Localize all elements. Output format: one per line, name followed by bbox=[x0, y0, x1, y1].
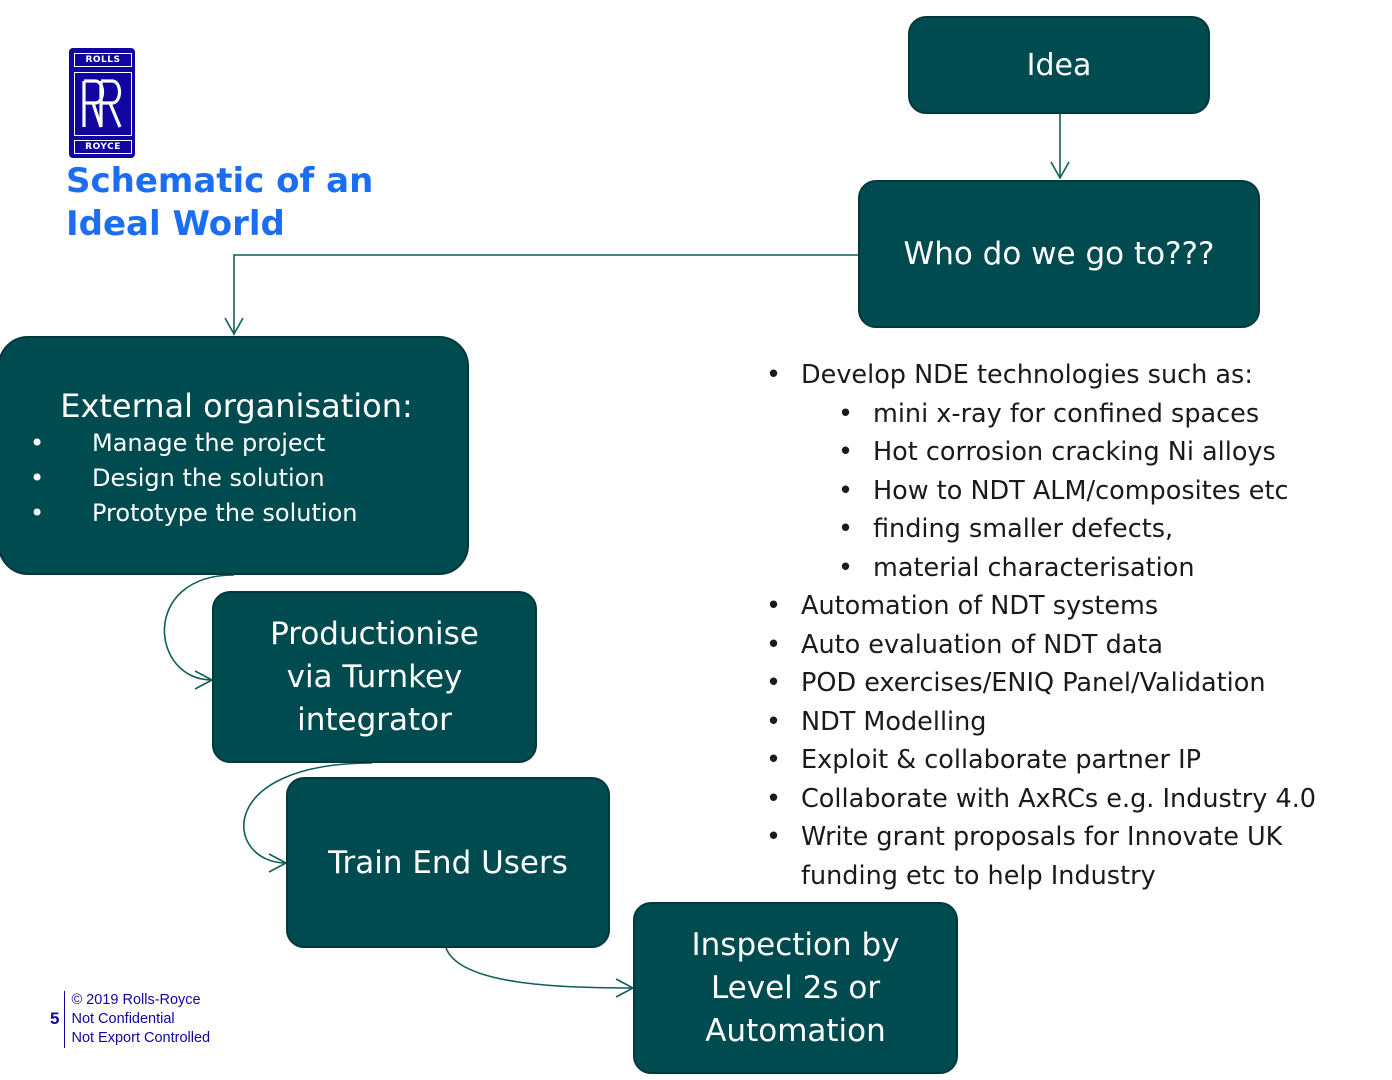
inspection-line-3: Automation bbox=[705, 1012, 886, 1049]
external-task-list: Manage the project Design the solution P… bbox=[0, 426, 357, 531]
external-task-item: Prototype the solution bbox=[0, 496, 357, 531]
develop-subitem: finding smaller defects, bbox=[766, 510, 1386, 549]
slide-footer: 5 © 2019 Rolls-Royce Not Confidential No… bbox=[50, 988, 210, 1050]
connector-external-to-productionise bbox=[163, 574, 235, 681]
develop-subitem: mini x-ray for confined spaces bbox=[766, 395, 1386, 434]
title-line-1: Schematic of an bbox=[66, 161, 374, 201]
productionise-line-3: integrator bbox=[297, 701, 452, 738]
external-task-item: Manage the project bbox=[0, 426, 357, 461]
connector-train-to-inspection bbox=[445, 947, 634, 989]
develop-subitem: How to NDT ALM/composites etc bbox=[766, 472, 1386, 511]
connector-who-to-external bbox=[233, 254, 858, 335]
capability-item: Write grant proposals for Innovate UK fu… bbox=[766, 818, 1386, 895]
train-label: Train End Users bbox=[328, 844, 568, 881]
capabilities-list: Develop NDE technologies such as: mini x… bbox=[766, 356, 1386, 895]
capability-item: NDT Modelling bbox=[766, 703, 1386, 742]
inspection-box: Inspection by Level 2s or Automation bbox=[633, 902, 958, 1074]
rr-monogram-icon bbox=[82, 79, 122, 128]
logo-monogram bbox=[74, 72, 132, 136]
footer-notice: © 2019 Rolls-Royce Not Confidential Not … bbox=[64, 990, 211, 1048]
title-line-2: Ideal World bbox=[66, 204, 285, 244]
inspection-line-2: Level 2s or bbox=[710, 969, 881, 1006]
capability-item: Collaborate with AxRCs e.g. Industry 4.0 bbox=[766, 780, 1386, 819]
capability-item: Automation of NDT systems bbox=[766, 587, 1386, 626]
productionise-box: Productionise via Turnkey integrator bbox=[212, 591, 537, 763]
export-control-text: Not Export Controlled bbox=[71, 1029, 211, 1046]
external-organisation-box: External organisation: Manage the projec… bbox=[0, 336, 469, 575]
external-heading: External organisation: bbox=[60, 387, 413, 425]
train-end-users-box: Train End Users bbox=[286, 777, 610, 948]
productionise-line-1: Productionise bbox=[270, 615, 479, 652]
external-task-item: Design the solution bbox=[0, 461, 357, 496]
capability-grant-line-1: Write grant proposals for Innovate UK bbox=[801, 822, 1283, 852]
rolls-royce-logo: ROLLS ROYCE bbox=[69, 48, 135, 158]
who-label: Who do we go to??? bbox=[903, 236, 1215, 272]
develop-subitem: Hot corrosion cracking Ni alloys bbox=[766, 433, 1386, 472]
capability-grant-line-2: funding etc to help Industry bbox=[801, 860, 1156, 891]
copyright-text: © 2019 Rolls-Royce bbox=[71, 991, 201, 1008]
capability-item: Exploit & collaborate partner IP bbox=[766, 741, 1386, 780]
idea-label: Idea bbox=[1026, 47, 1092, 83]
develop-sublist: mini x-ray for confined spaces Hot corro… bbox=[766, 395, 1386, 588]
capability-item: Auto evaluation of NDT data bbox=[766, 626, 1386, 665]
connector-productionise-to-train bbox=[243, 762, 373, 864]
capability-develop-text: Develop NDE technologies such as: bbox=[801, 360, 1253, 390]
logo-top-band: ROLLS bbox=[74, 53, 132, 67]
who-box: Who do we go to??? bbox=[858, 180, 1260, 328]
logo-bottom-band: ROYCE bbox=[74, 140, 132, 154]
productionise-line-2: via Turnkey bbox=[286, 658, 463, 695]
page-number: 5 bbox=[50, 1009, 60, 1028]
inspection-line-1: Inspection by bbox=[691, 926, 900, 963]
capability-item: Develop NDE technologies such as: mini x… bbox=[766, 356, 1386, 587]
capability-item: POD exercises/ENIQ Panel/Validation bbox=[766, 664, 1386, 703]
idea-box: Idea bbox=[908, 16, 1210, 114]
develop-subitem: material characterisation bbox=[766, 549, 1386, 588]
page-title: Schematic of an Ideal World bbox=[66, 160, 373, 246]
arrowhead-who-to-external bbox=[224, 317, 244, 336]
confidentiality-text: Not Confidential bbox=[71, 1010, 175, 1027]
arrowhead-idea-to-who bbox=[1050, 161, 1070, 180]
